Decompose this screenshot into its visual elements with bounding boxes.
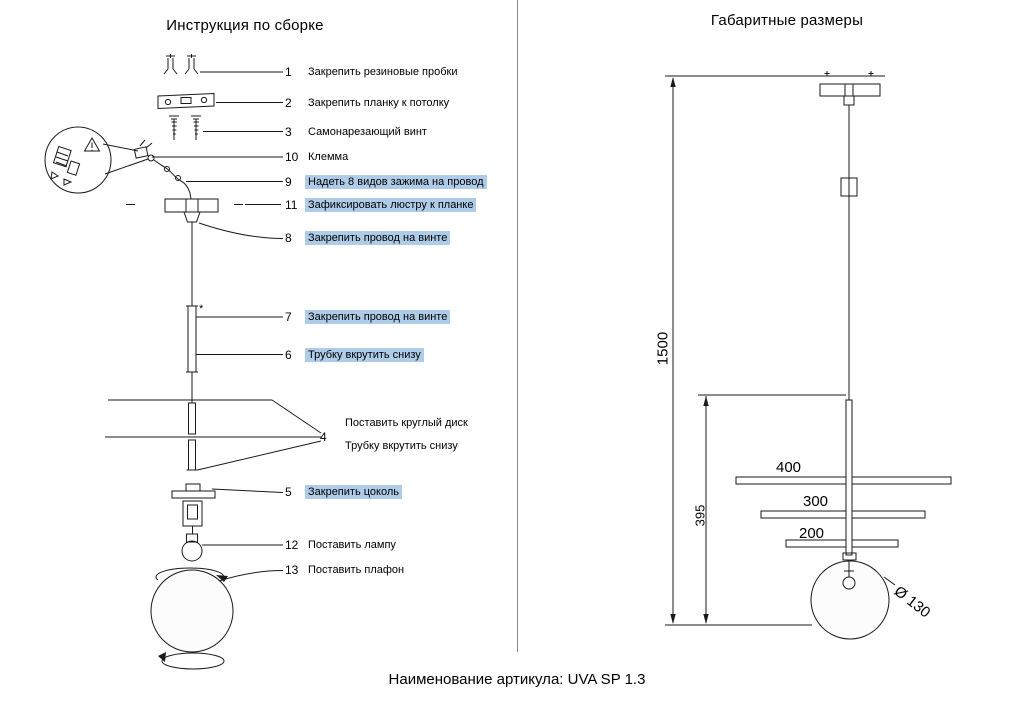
tube-upper [186, 305, 198, 373]
dim-overall-height: 1500 [654, 331, 672, 366]
step-text: Закрепить провод на винте [305, 310, 451, 324]
step-text: Клемма [308, 151, 349, 163]
left-panel-title: Инструкция по сборке [166, 17, 324, 34]
step-number: 9 [285, 175, 292, 189]
article-name-label: Наименование артикула: UVA SP 1.3 [388, 671, 646, 688]
step-8: 8 Закрепить провод на винте [285, 231, 451, 245]
dim-disc-medium: 300 [803, 493, 829, 510]
tube-mid [188, 402, 196, 435]
globe-shade [150, 569, 234, 653]
step-text: Зафиксировать люстру к планке [305, 198, 477, 212]
lamp-bulb [181, 533, 203, 562]
step-number: 8 [285, 231, 292, 245]
canopy [126, 198, 243, 223]
step-4-text-line1: Поставить круглый диск [345, 417, 468, 429]
step-5: 5 Закрепить цоколь [285, 485, 402, 499]
dim-disc-large: 400 [776, 459, 802, 476]
step-2: 2 Закрепить планку к потолку [285, 96, 452, 110]
step-number: 6 [285, 348, 292, 362]
wire-clamp-assembly [133, 139, 192, 200]
self-tapping-screws [169, 115, 201, 140]
tube-lower [186, 439, 198, 471]
step-text: Закрепить провод на винте [305, 231, 451, 245]
step-12: 12 Поставить лампу [285, 538, 399, 552]
step-7: 7 Закрепить провод на винте [285, 310, 451, 324]
step-text: Надеть 8 видов зажима на провод [305, 175, 487, 189]
step-text: Трубку вкрутить снизу [305, 348, 424, 362]
step-text: Закрепить цоколь [305, 485, 402, 499]
tube-asterisk-mark: * [199, 303, 204, 315]
step-text: Поставить плафон [308, 564, 405, 576]
disc-edge-lines [105, 399, 276, 438]
step-1: 1 Закрепить резиновые пробки [285, 65, 460, 79]
step-number: 12 [285, 538, 299, 552]
dim-lower-height: 395 [692, 504, 708, 527]
right-panel-title: Габаритные размеры [710, 12, 864, 29]
socket [171, 483, 216, 534]
step-10: 10 Клемма [285, 150, 351, 164]
step-4-text-line2: Трубку вкрутить снизу [345, 440, 458, 452]
ceiling-bracket [157, 92, 215, 110]
step-number: 2 [285, 96, 292, 110]
step-number: 5 [285, 485, 292, 499]
panel-divider [517, 0, 518, 652]
step-number: 11 [285, 198, 298, 212]
step-text: Закрепить резиновые пробки [308, 66, 458, 78]
step-number: 3 [285, 125, 292, 139]
leader-lines [152, 71, 322, 582]
magnifier-detail-circle [44, 126, 149, 194]
dim-disc-small: 200 [799, 525, 825, 542]
step-4-number: 4 [320, 430, 327, 444]
dimension-drawing [665, 71, 952, 640]
rotation-arrows [155, 567, 228, 670]
step-number: 13 [285, 563, 299, 577]
step-9: 9 Надеть 8 видов зажима на провод [285, 175, 487, 189]
step-13: 13 Поставить плафон [285, 563, 407, 577]
step-3: 3 Самонарезающий винт [285, 125, 430, 139]
step-text: Поставить лампу [308, 539, 396, 551]
step-6: 6 Трубку вкрутить снизу [285, 348, 424, 362]
step-text: Самонарезающий винт [308, 126, 427, 138]
step-number: 10 [285, 150, 299, 164]
rubber-plugs [163, 54, 199, 75]
step-number: 7 [285, 310, 292, 324]
step-number: 1 [285, 65, 292, 79]
step-text: Закрепить планку к потолку [308, 97, 450, 109]
step-11: 11 Зафиксировать люстру к планке [285, 198, 477, 212]
